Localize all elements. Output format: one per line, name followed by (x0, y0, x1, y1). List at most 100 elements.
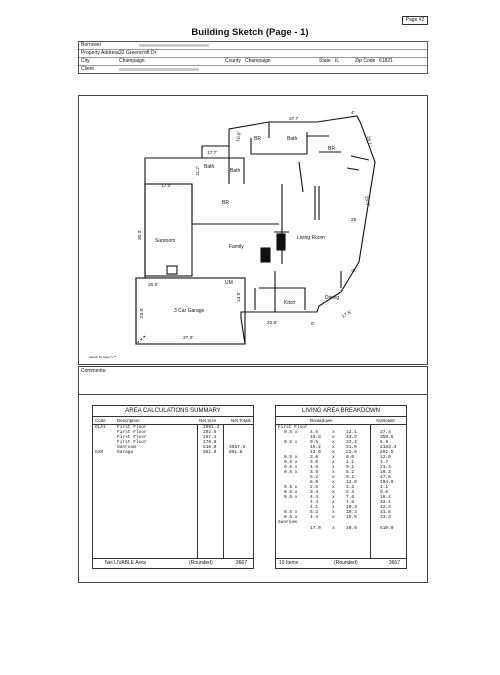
col-net-totals: Net Totals (231, 418, 251, 423)
interior-walls (191, 122, 342, 312)
breakdown-factor: 0.5 x (284, 440, 298, 445)
breakdown-dim-a: 3.0 (310, 455, 319, 460)
breakdown-times: x (332, 435, 335, 440)
summary-net-size: 176.8 (203, 440, 217, 445)
summary-net-size: 851.0 (203, 450, 217, 455)
dimension-label: 17.5' (341, 309, 353, 319)
dimension-label: 30.0' (137, 230, 143, 240)
sunroom-room (144, 183, 193, 277)
breakdown-dim-a: 3.4 (310, 490, 319, 495)
col-breakdown: Breakdown (310, 418, 333, 423)
breakdown-dim-b: 30.0 (346, 526, 357, 531)
breakdown-dim-b: 13.0 (346, 480, 357, 485)
fireplace (276, 233, 286, 251)
breakdown-dim-b: 33.3 (346, 440, 357, 445)
dimension-label: 17.0' (161, 183, 171, 189)
sketch-credit: Sketch by Apex IV™ (89, 355, 116, 359)
items-count: 19 Items (279, 560, 299, 566)
deck (346, 155, 370, 171)
breakdown-times: x (332, 500, 335, 505)
breakdown-factor: 0.5 x (284, 465, 298, 470)
zip-label: Zip Code (355, 58, 376, 64)
breakdown-dim-a: 0.5 (310, 440, 319, 445)
breakdown-times: x (332, 460, 335, 465)
breakdown-subtotal: 27.4 (380, 430, 391, 435)
summary-description: First Floor (117, 425, 147, 430)
comments-label: Comments: (81, 368, 107, 374)
breakdown-times: x (332, 515, 335, 520)
breakdown-dim-b: 22.5 (346, 450, 357, 455)
breakdown-factor: 0.5 x (284, 510, 298, 515)
col-net-size: Net Size (199, 418, 217, 423)
rounded-label: (Rounded) (334, 560, 358, 566)
breakdown-dim-a: 8.0 (310, 480, 319, 485)
county-label: County (225, 58, 241, 64)
breakdown-dim-a: 4.4 (310, 495, 319, 500)
borrower-label: Borrower (81, 42, 102, 48)
breakdown-subtotal: 47.5 (380, 475, 391, 480)
room-label: Living Room (297, 235, 325, 241)
breakdown-dim-a: 5.2 (310, 475, 319, 480)
breakdown-dim-b: 9.1 (346, 465, 355, 470)
breakdown-factor: 0.5 x (284, 455, 298, 460)
breakdown-dim-b: 5.3 (346, 490, 355, 495)
breakdown-dim-a: 17.0 (310, 526, 321, 531)
breakdown-subtotal: 33.1 (380, 500, 391, 505)
redacted-value (139, 44, 209, 47)
city-value: Champaign (119, 58, 145, 64)
fireplace (260, 247, 271, 263)
breakdown-factor: 0.5 x (284, 490, 298, 495)
room-label: Bath (204, 164, 215, 170)
dimension-label: 17.7' (207, 150, 217, 156)
breakdown-dim-a: 2.5 (310, 485, 319, 490)
zip-value: 61821 (379, 58, 393, 64)
summary-description: Sunroom (117, 445, 136, 450)
room-label: Kitch (284, 300, 295, 306)
summary-net-size: 510.0 (203, 445, 217, 450)
breakdown-dim-b: 51.0 (346, 445, 357, 450)
breakdown-dim-b: 7.6 (346, 495, 355, 500)
breakdown-subtotal: 2183.3 (380, 445, 397, 450)
breakdown-factor: 0.5 x (284, 485, 298, 490)
dimension-label: 8' (349, 268, 356, 274)
breakdown-times: x (332, 465, 335, 470)
breakdown-subtotal: 21.4 (380, 465, 391, 470)
floor-plan-drawing: BR Bath BR Bath Bath BR Sunroom Family L… (89, 110, 376, 359)
property-value: 22 Greencroft Dr (119, 50, 157, 56)
breakdown-times: x (332, 510, 335, 515)
breakdown-subtotal: 31.8 (380, 510, 391, 515)
breakdown-dim-b: 12.1 (346, 430, 357, 435)
city-label: City (81, 58, 90, 64)
breakdown-dim-b: 3.2 (346, 485, 355, 490)
breakdown-subtotal: 4.1 (380, 485, 389, 490)
breakdown-times: x (332, 485, 335, 490)
dimension-label: 37.7 (289, 116, 299, 122)
breakdown-dim-a: 3.9 (310, 470, 319, 475)
breakdown-subtotal: 10.3 (380, 470, 391, 475)
dimension-label: 10.6' (235, 131, 243, 142)
breakdown-factor: 0.5 x (284, 430, 298, 435)
breakdown-dim-b: 10.3 (346, 510, 357, 515)
summary-net-size: 197.1 (203, 435, 217, 440)
header-row-property: Property Address 22 Greencroft Dr (79, 49, 427, 57)
breakdown-subtotal: 16.4 (380, 495, 391, 500)
dimension-label: 16.1' (365, 135, 373, 146)
breakdown-times: x (332, 480, 335, 485)
col-code: Code (95, 418, 106, 423)
room-label: Family (229, 244, 244, 250)
breakdown-total: 3667 (388, 560, 400, 566)
dimension-label: 15.0' (363, 195, 371, 206)
overhang (135, 335, 146, 345)
room-label: 3 Car Garage (174, 308, 205, 314)
summary-code: GAR (95, 450, 104, 455)
dimension-label: 29 (351, 217, 357, 223)
col-subtotals: Subtotals (376, 418, 395, 423)
breakdown-dim-b: 10.3 (346, 505, 357, 510)
dimension-label: 4' (351, 110, 355, 116)
breakdown-subtotal: 510.0 (380, 526, 394, 531)
breakdown-subtotal: 104.0 (380, 480, 394, 485)
area-summary-table: AREA CALCULATIONS SUMMARY Code Descripti… (92, 405, 254, 569)
header-row-city: City Champaign County Champaign State IL… (79, 57, 427, 65)
summary-net-total: 851.0 (229, 450, 243, 455)
